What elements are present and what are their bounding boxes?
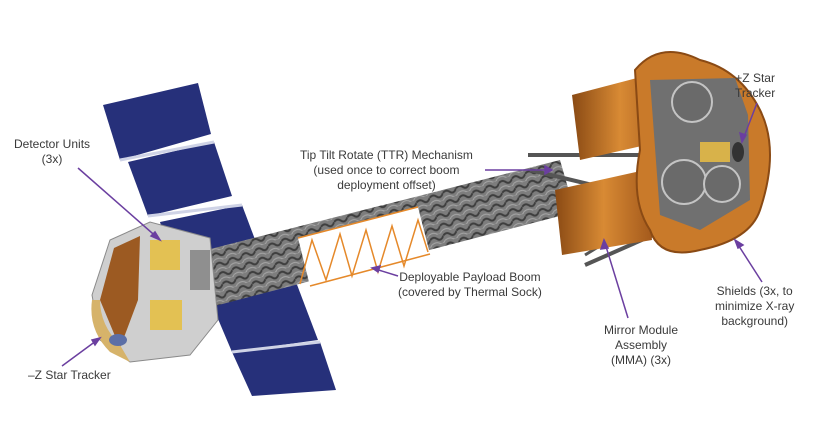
leader-mma xyxy=(603,239,629,319)
payload-boom-label: Deployable Payload Boom (covered by Ther… xyxy=(398,270,542,299)
shields-label: Shields (3x, to minimize X-ray backgroun… xyxy=(715,284,795,328)
leader-detector-units xyxy=(77,167,161,241)
leader-mma-head xyxy=(599,238,610,250)
spacecraft-bus xyxy=(91,221,219,363)
plus-z-star-tracker-label: +Z Star Tracker xyxy=(735,71,776,100)
leader-mz-star-tracker-head xyxy=(90,336,102,347)
payload-boom xyxy=(175,160,575,312)
leader-ttr-head xyxy=(544,164,554,176)
solar-panel-lower xyxy=(210,282,336,396)
leader-pz-star-tracker-head xyxy=(738,131,748,145)
minus-z-star-tracker-label: –Z Star Tracker xyxy=(28,368,111,382)
detector-units-label: Detector Units (3x) xyxy=(14,137,91,166)
mirror-module-assembly-label: Mirror Module Assembly (MMA) (3x) xyxy=(604,323,679,367)
leader-detector-units-head xyxy=(149,230,162,242)
optics-bench xyxy=(528,51,771,267)
ttr-mechanism-label: Tip Tilt Rotate (TTR) Mechanism (used on… xyxy=(300,148,473,192)
leader-lines xyxy=(61,102,763,367)
leader-payload-boom-head xyxy=(370,264,382,274)
leader-shields-head xyxy=(733,238,745,250)
